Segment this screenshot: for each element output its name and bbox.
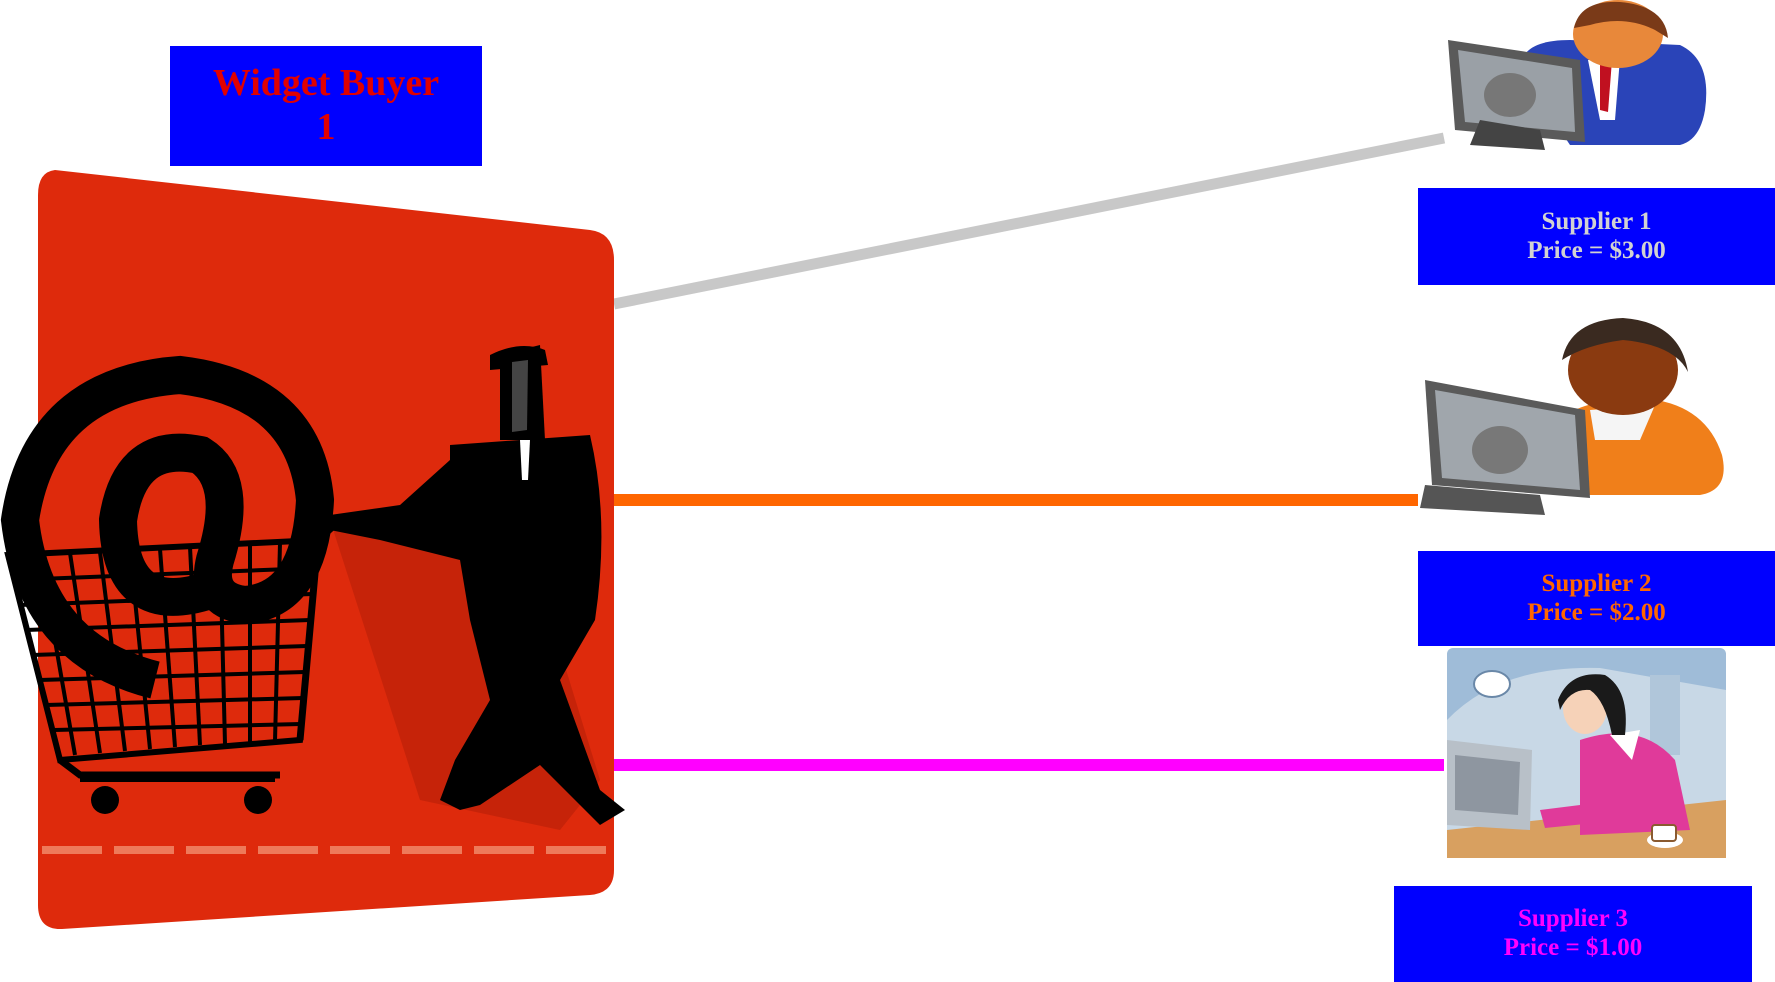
supplier-3-label: Supplier 3 Price = $1.00 [1394, 886, 1752, 982]
supplier-3-name: Supplier 3 [1518, 905, 1628, 934]
supplier-3-price: Price = $1.00 [1504, 934, 1643, 963]
